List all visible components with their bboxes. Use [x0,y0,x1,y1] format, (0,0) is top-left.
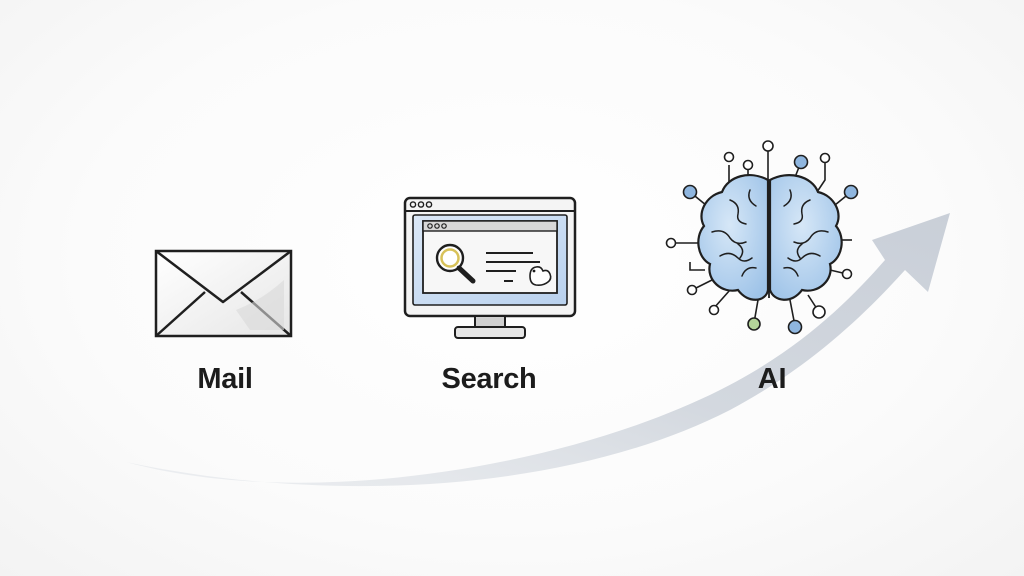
step-label-ai: AI [757,363,787,395]
search-icon [435,243,476,284]
brain-circuit-icon [665,140,859,335]
envelope-icon [154,249,293,338]
step-label-mail: Mail [197,363,253,395]
cursor-icon [529,266,552,286]
monitor-search-icon [403,196,577,339]
step-label-search: Search [441,363,537,395]
